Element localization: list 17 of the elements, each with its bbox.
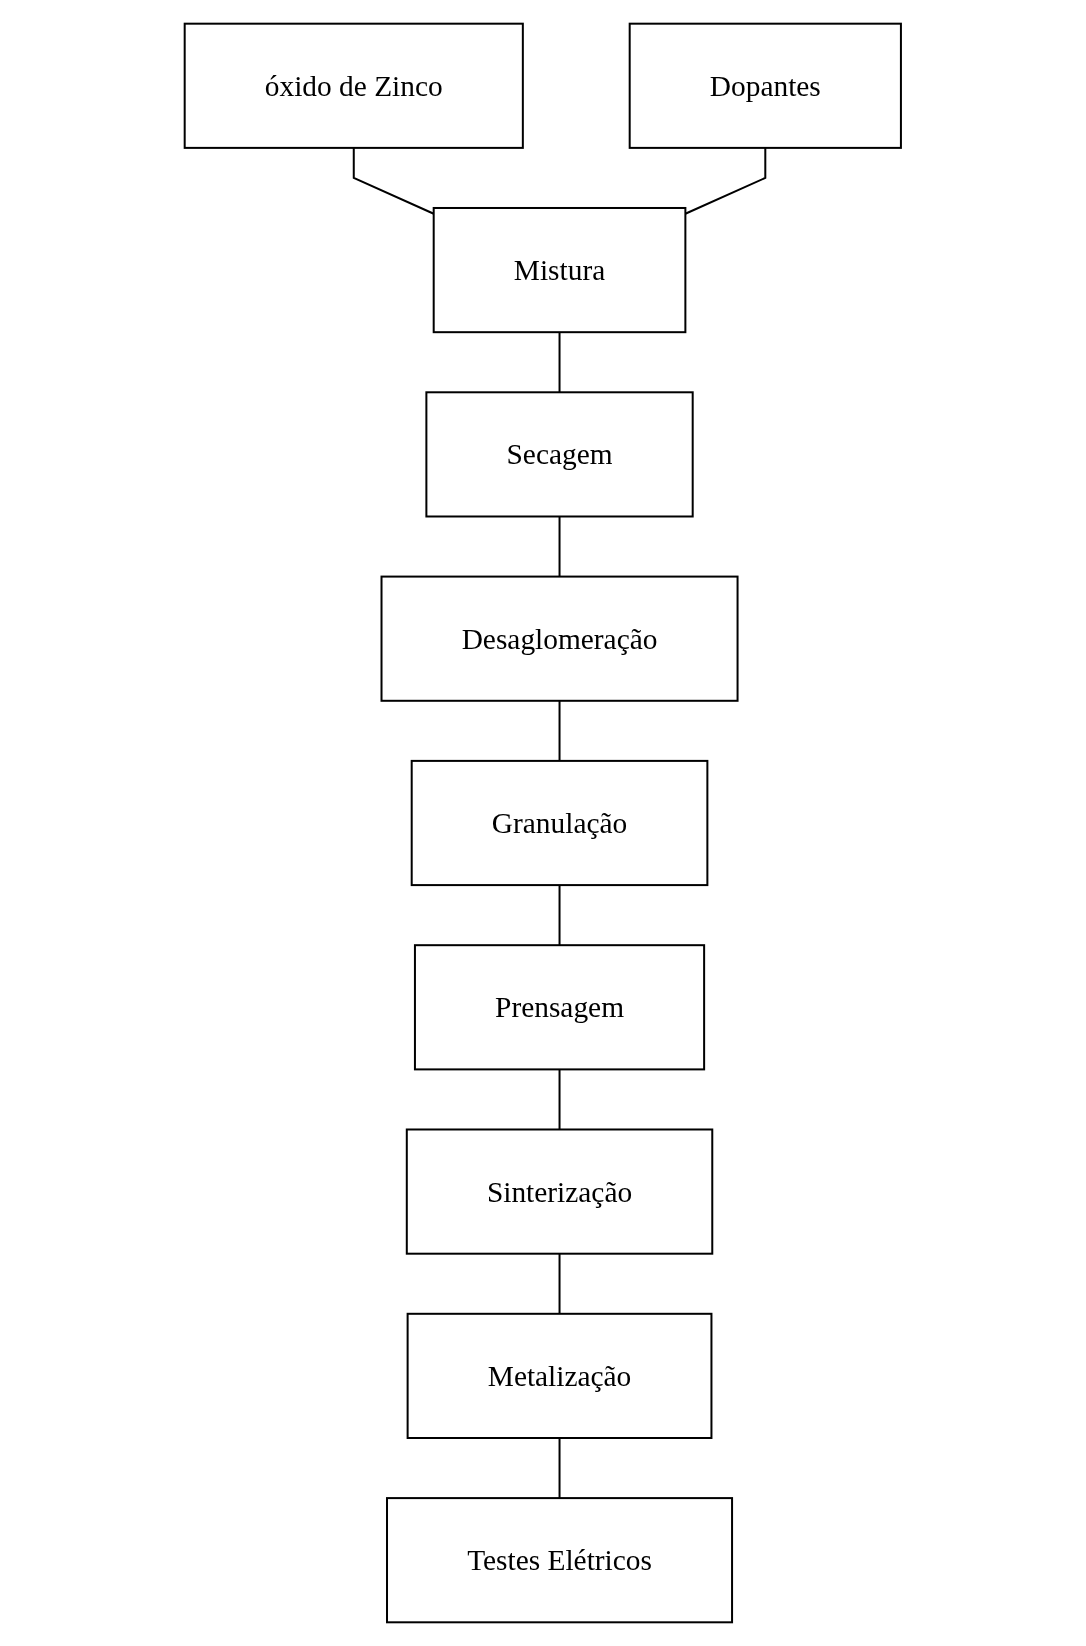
node-box: Testes Elétricos (386, 1497, 734, 1624)
connector (558, 1252, 561, 1315)
node-box: Sinterização (406, 1128, 714, 1255)
node-box: Metalização (406, 1312, 713, 1439)
connector (558, 699, 561, 762)
connector (558, 515, 561, 578)
node-box: Mistura (432, 207, 687, 334)
node-box: Prensagem (414, 944, 706, 1071)
connector (558, 331, 561, 394)
node-box: óxido de Zinco (183, 22, 525, 149)
node-box: Secagem (425, 391, 694, 518)
node-box: Granulação (410, 759, 709, 887)
node-box: Dopantes (628, 22, 903, 149)
connector (558, 884, 561, 947)
connector (558, 1437, 561, 1500)
node-box: Desaglomeração (380, 575, 739, 702)
connector (558, 1068, 561, 1131)
